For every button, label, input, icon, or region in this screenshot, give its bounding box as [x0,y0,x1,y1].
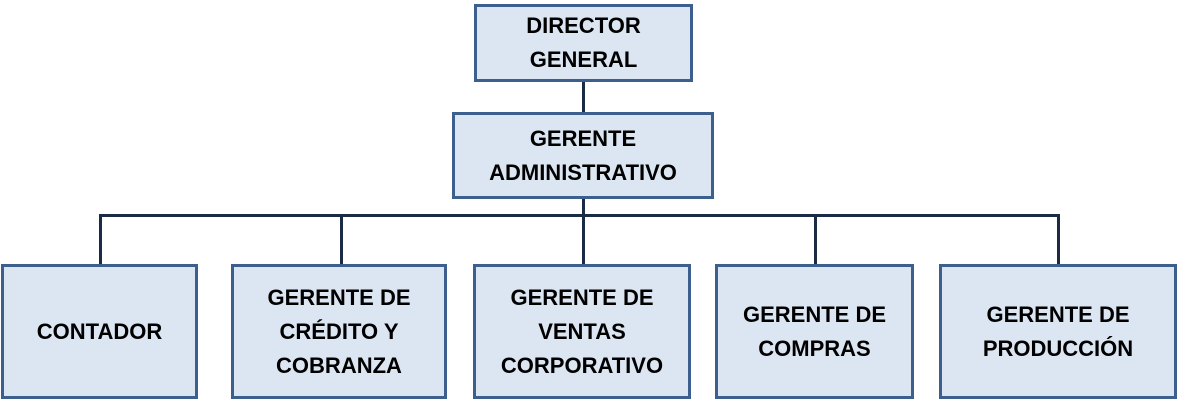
node-director-general: DIRECTOR GENERAL [474,4,693,82]
connector-credito [340,214,343,266]
connector-admin-down [582,197,585,266]
node-gerente-ventas-corporativo: GERENTE DE VENTAS CORPORATIVO [473,264,691,399]
node-gerente-compras: GERENTE DE COMPRAS [715,264,914,399]
node-gerente-credito-cobranza: GERENTE DE CRÉDITO Y COBRANZA [231,264,447,399]
node-label: DIRECTOR GENERAL [526,13,641,72]
connector-director-admin [582,80,585,114]
node-gerente-administrativo: GERENTE ADMINISTRATIVO [452,112,714,199]
node-label: GERENTE ADMINISTRATIVO [489,125,677,185]
node-gerente-produccion: GERENTE DE PRODUCCIÓN [939,264,1177,399]
node-contador: CONTADOR [1,264,198,399]
node-label: GERENTE DE VENTAS CORPORATIVO [500,284,664,378]
node-label: GERENTE DE PRODUCCIÓN [982,301,1134,361]
node-label: GERENTE DE CRÉDITO Y COBRANZA [267,284,411,378]
connector-compras [814,214,817,266]
connector-horizontal-bus [99,214,1060,217]
connector-produccion [1057,214,1060,266]
node-label: GERENTE DE COMPRAS [742,301,887,361]
connector-contador [99,214,102,266]
node-label: CONTADOR [36,318,163,344]
